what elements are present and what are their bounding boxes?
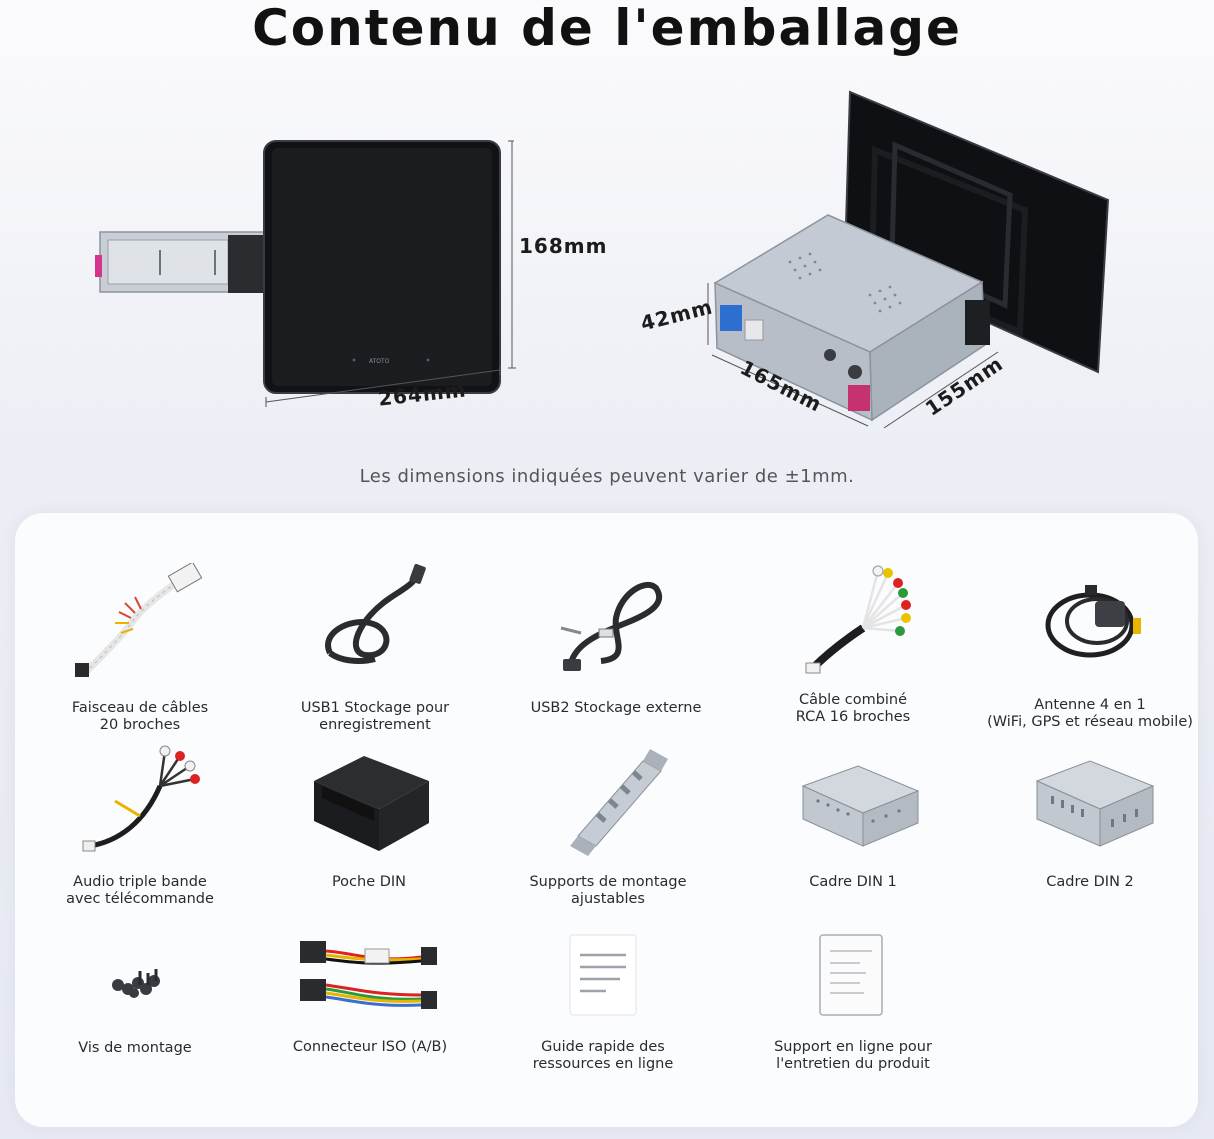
list-item: Antenne 4 en 1 (WiFi, GPS et réseau mobi… (970, 563, 1210, 738)
screws-icon (112, 969, 160, 998)
usb-cable-icon (325, 563, 426, 664)
item-label: Support en ligne pour l'entretien du pro… (774, 1039, 932, 1072)
item-label: Cadre DIN 2 (1046, 874, 1134, 890)
package-contents-panel: Faisceau de câbles 20 broches USB1 Stock… (15, 513, 1198, 1127)
item-label: Poche DIN (331, 874, 407, 890)
dimension-tolerance-note: Les dimensions indiquées peuvent varier … (359, 466, 855, 487)
dimension-height: 168mm (519, 234, 608, 258)
list-item: Faisceau de câbles 20 broches (20, 563, 260, 738)
list-item: Vis de montage (15, 913, 255, 1088)
item-label: Vis de montage (78, 1040, 192, 1056)
list-item: Câble combiné RCA 16 broches (733, 563, 973, 738)
support-document-icon (819, 934, 883, 1016)
list-item: Cadre DIN 1 (733, 741, 973, 916)
din-frame-icon (801, 765, 920, 847)
din-pocket-icon (314, 756, 429, 851)
bracket-icon (570, 749, 668, 856)
iso-connector-icon (300, 941, 437, 1009)
guide-document-icon (569, 934, 637, 1016)
item-label: USB1 Stockage pour enregistrement (300, 700, 450, 733)
item-label: Faisceau de câbles 20 broches (71, 700, 209, 733)
item-label: Supports de montage ajustables (529, 874, 687, 907)
list-item: Poche DIN (249, 741, 489, 916)
list-item: Supports de montage ajustables (488, 741, 728, 916)
list-item: Support en ligne pour l'entretien du pro… (733, 913, 973, 1088)
list-item: Connecteur ISO (A/B) (250, 913, 490, 1088)
rear-view-unit (713, 90, 1110, 422)
list-item: USB2 Stockage externe (496, 563, 736, 738)
logo-text: ATOTO (369, 358, 390, 365)
item-label: USB2 Stockage externe (530, 700, 702, 716)
page-title: Contenu de l'emballage (252, 0, 962, 57)
product-views-svg: ATOTO (95, 90, 1110, 429)
product-dimensions-illustration: ATOTO (0, 60, 1214, 460)
item-label: Guide rapide des ressources en ligne (532, 1039, 674, 1072)
list-item: Cadre DIN 2 (970, 741, 1210, 916)
item-label: Audio triple bande avec télécommande (66, 874, 214, 907)
item-label: Connecteur ISO (A/B) (292, 1039, 448, 1055)
audio-cable-icon (82, 745, 200, 852)
list-item: Audio triple bande avec télécommande (20, 741, 260, 916)
item-label: Câble combiné RCA 16 broches (795, 692, 911, 725)
item-label: Cadre DIN 1 (809, 874, 897, 890)
list-item: Guide rapide des ressources en ligne (483, 913, 723, 1088)
front-view-unit: ATOTO (95, 140, 501, 394)
item-label: Antenne 4 en 1 (WiFi, GPS et réseau mobi… (987, 697, 1193, 730)
din-frame-icon (1035, 760, 1155, 847)
antenna-icon (1045, 585, 1141, 658)
rca-cable-icon (805, 565, 911, 674)
list-item: USB1 Stockage pour enregistrement (255, 563, 495, 738)
wiring-harness-icon (75, 563, 203, 677)
usb-cable-icon (560, 581, 663, 671)
